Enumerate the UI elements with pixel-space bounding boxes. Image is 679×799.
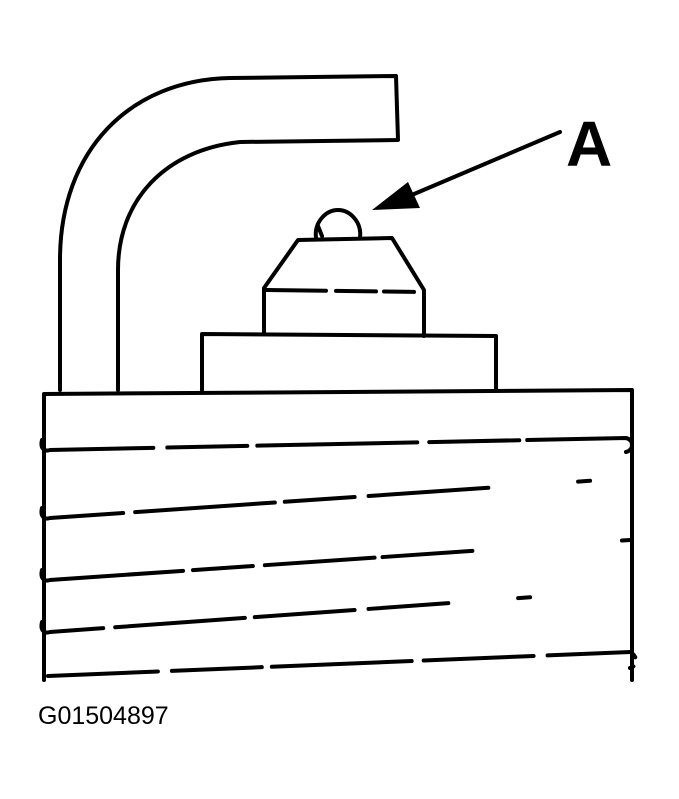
callout-label: A [566,108,612,180]
insulator-block [200,332,498,392]
center-electrode [262,236,426,338]
electrode-tip [313,208,363,240]
threads [39,435,638,678]
figure-id: G01504897 [38,702,169,730]
shell-body [42,388,634,682]
callout-arrow [372,130,562,210]
ground-electrode [58,74,400,392]
